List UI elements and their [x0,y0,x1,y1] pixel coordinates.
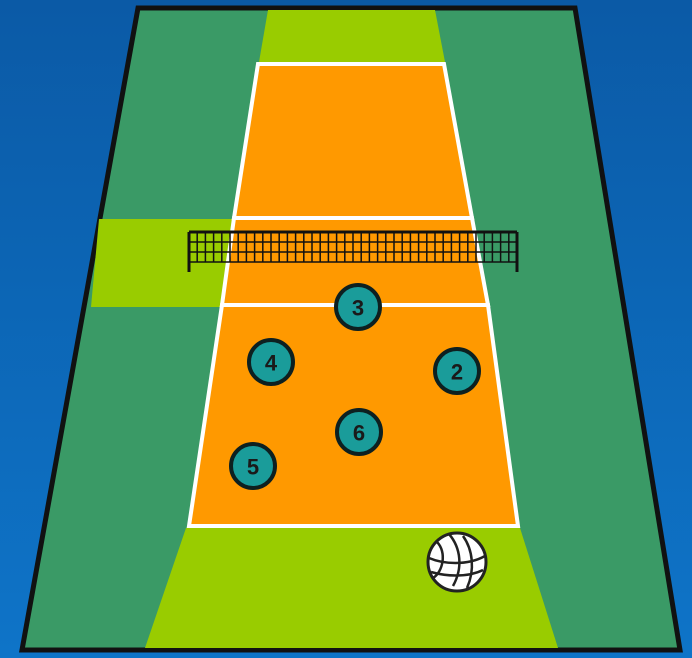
player-number: 5 [247,455,259,480]
player-2: 2 [435,349,479,393]
volleyball-icon [428,533,486,591]
far-court [234,64,472,218]
far-end-zone [259,10,445,62]
player-5: 5 [231,444,275,488]
player-number: 2 [451,360,463,385]
player-number: 4 [265,351,278,376]
player-6: 6 [337,410,381,454]
player-3: 3 [336,285,380,329]
player-number: 3 [352,296,364,321]
near-end-zone [145,528,558,648]
player-4: 4 [249,340,293,384]
player-number: 6 [353,421,365,446]
